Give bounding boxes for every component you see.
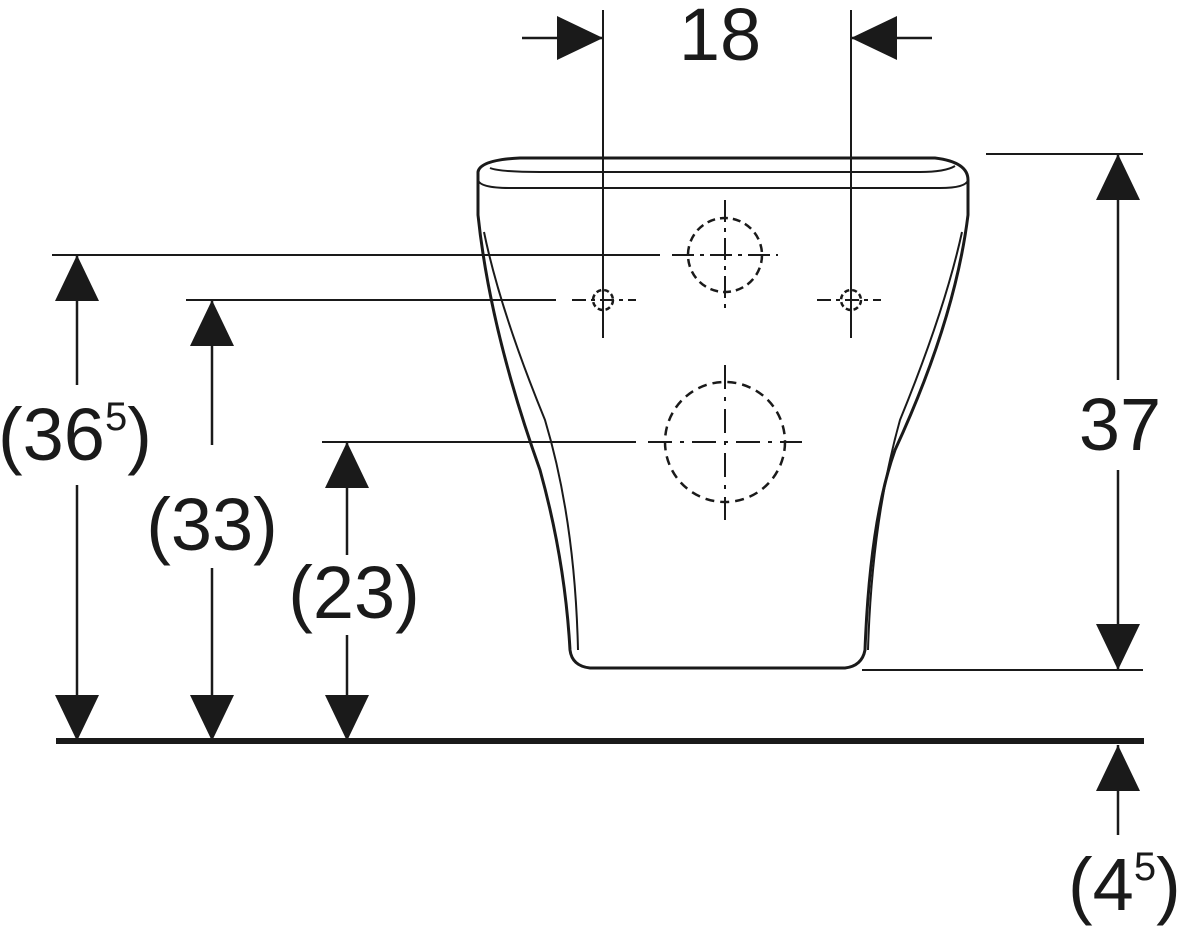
arrow-up [1096,154,1140,200]
label-superscript: 5 [1134,845,1156,889]
dimension-label-height-right: 37 [1079,383,1161,466]
dimension-label-height-outer: (365) [0,393,152,476]
dimension-lines [55,16,1140,835]
label-superscript: 5 [105,395,127,439]
label-main: (4 [1068,843,1134,926]
center-lines [572,10,881,520]
bidet-outline [476,156,970,670]
extension-lines [52,153,1143,671]
arrow-up [325,442,369,488]
label-close: ) [1156,843,1181,926]
arrow-down [55,695,99,741]
arrow-right [557,16,603,60]
bidet-left-contour [483,231,579,651]
arrow-down [1096,624,1140,670]
arrow-up [1096,745,1140,791]
bidet-body [476,156,970,670]
dimension-label-floor-offset: (45) [1068,843,1181,926]
arrow-left [851,16,897,60]
right-fixing-hole [839,288,863,312]
dimension-label-height-inner: (23) [288,551,420,634]
arrow-up [190,300,234,346]
label-main: (36 [0,393,105,476]
connection-holes [591,216,863,504]
arrow-up [55,255,99,301]
bidet-top-rim [489,165,956,173]
bidet-right-contour [867,231,963,651]
dimension-label-height-mid: (33) [146,483,278,566]
label-close: ) [127,393,152,476]
arrow-down [325,695,369,741]
dimension-label-width: 18 [679,0,761,76]
bidet-rim-line [477,179,969,189]
arrow-down [190,695,234,741]
